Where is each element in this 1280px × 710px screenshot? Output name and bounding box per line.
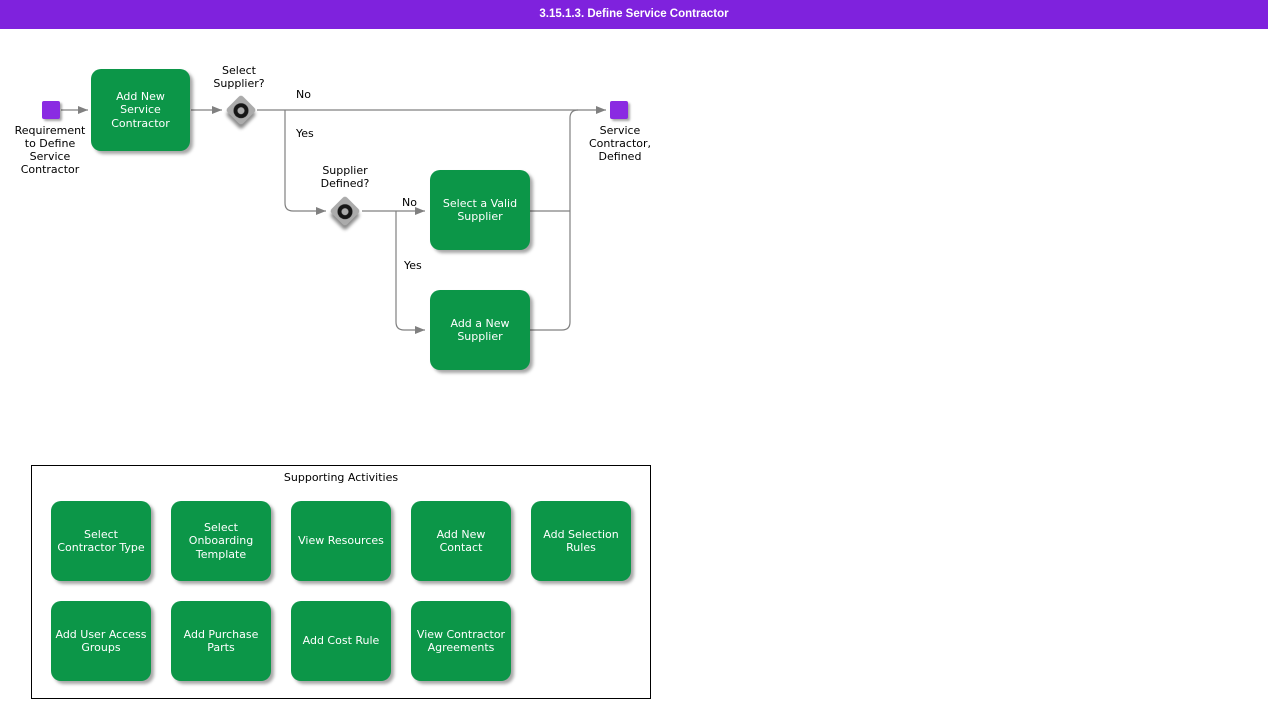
flow-connectors bbox=[61, 106, 606, 334]
end-event-label: Service Contractor, Defined bbox=[588, 124, 652, 163]
edge-label-no-1: No bbox=[296, 88, 311, 101]
supporting-select-onboarding-template[interactable]: Select Onboarding Template bbox=[171, 501, 271, 581]
supporting-add-new-contact[interactable]: Add New Contact bbox=[411, 501, 511, 581]
supporting-add-purchase-parts[interactable]: Add Purchase Parts bbox=[171, 601, 271, 681]
supporting-activities-title: Supporting Activities bbox=[283, 471, 399, 484]
edge-label-yes-2: Yes bbox=[404, 259, 422, 272]
edge-add-new-supplier-out bbox=[530, 109, 579, 331]
edge-label-no-2: No bbox=[402, 196, 417, 209]
page-title: 3.15.1.3. Define Service Contractor bbox=[539, 8, 729, 20]
supporting-select-contractor-type[interactable]: Select Contractor Type bbox=[51, 501, 151, 581]
supporting-view-resources[interactable]: View Resources bbox=[291, 501, 391, 581]
supporting-add-user-access-groups[interactable]: Add User Access Groups bbox=[51, 601, 151, 681]
gateway-select-supplier-label: Select Supplier? bbox=[213, 64, 265, 90]
edge-yes-to-add-new-supplier bbox=[395, 211, 425, 334]
title-bar: 3.15.1.3. Define Service Contractor bbox=[0, 0, 1268, 29]
supporting-add-cost-rule[interactable]: Add Cost Rule bbox=[291, 601, 391, 681]
supporting-add-selection-rules[interactable]: Add Selection Rules bbox=[531, 501, 631, 581]
activity-add-new-service-contractor[interactable]: Add New Service Contractor bbox=[91, 69, 190, 151]
end-event-node bbox=[610, 101, 628, 119]
gateway-ring-icon bbox=[230, 99, 252, 121]
activity-select-valid-supplier[interactable]: Select a Valid Supplier bbox=[430, 170, 530, 250]
gateway-supplier-defined-label: Supplier Defined? bbox=[320, 164, 370, 190]
activity-add-new-supplier[interactable]: Add a New Supplier bbox=[430, 290, 530, 370]
start-event-label: Requirement to Define Service Contractor bbox=[14, 124, 86, 176]
edge-yes-to-defined-gateway bbox=[284, 110, 326, 215]
edge-label-yes-1: Yes bbox=[296, 127, 314, 140]
supporting-view-contractor-agreements[interactable]: View Contractor Agreements bbox=[411, 601, 511, 681]
supporting-activities-panel: Supporting Activities Select Contractor … bbox=[31, 465, 651, 699]
gateway-ring-icon bbox=[334, 200, 356, 222]
start-event-node bbox=[42, 101, 60, 119]
